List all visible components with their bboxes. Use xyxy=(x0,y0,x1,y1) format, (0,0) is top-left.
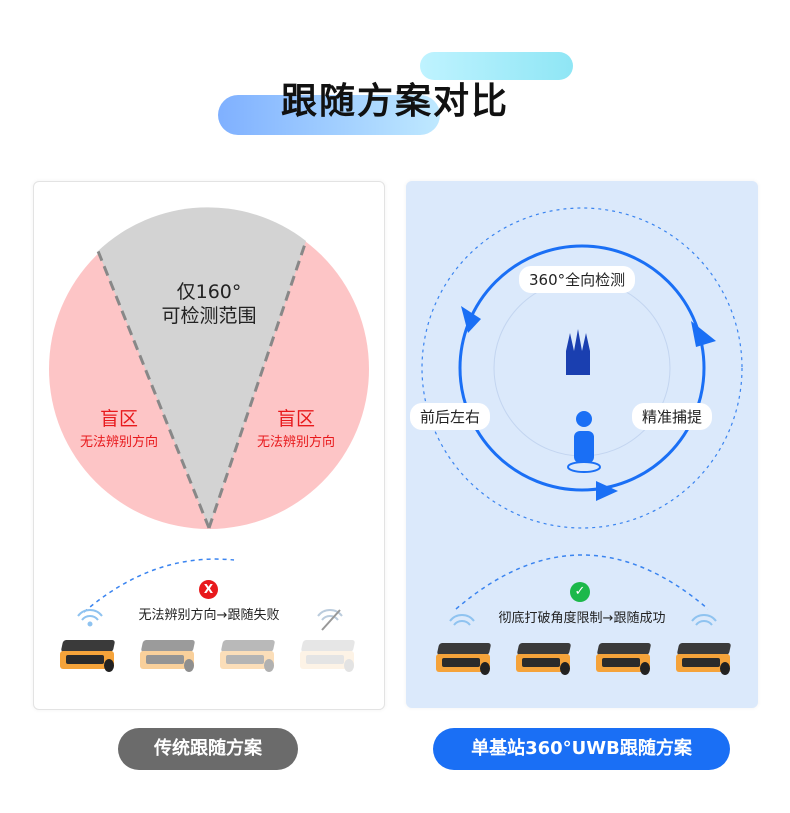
robot-image xyxy=(300,640,358,674)
page-title: 跟随方案对比 xyxy=(280,81,509,122)
wifi-icon xyxy=(77,609,103,627)
blind-zone-desc: 无法辨别方向 xyxy=(79,435,158,450)
title-decoration-pill xyxy=(420,52,573,80)
robot-image xyxy=(220,640,278,674)
wifi-icon xyxy=(449,614,475,626)
uwb-scheme-button[interactable]: 单基站360°UWB跟随方案 xyxy=(433,728,730,770)
status-text: 无法辨别方向→跟随失败 xyxy=(138,608,280,623)
check-icon: ✓ xyxy=(570,582,590,602)
detection-sector xyxy=(98,207,306,528)
omnidirectional-tag: 360°全向检测 xyxy=(519,266,636,293)
robot-image xyxy=(140,640,198,674)
uwb-scheme-card: 360°全向检测 前后左右 精准捕提 ✓ 彻底打破角度限制→跟随成功 xyxy=(406,181,758,708)
uwb-antenna-icon xyxy=(566,329,590,375)
blind-zone-desc: 无法辨别方向 xyxy=(256,435,335,450)
blind-zone-title: 盲区 xyxy=(99,408,138,430)
arrow-icon xyxy=(596,481,618,501)
360-detection-diagram xyxy=(421,207,743,626)
signal-arc xyxy=(83,558,235,613)
precision-tag: 精准捕提 xyxy=(632,403,713,430)
robot-image xyxy=(676,643,734,677)
wifi-off-icon xyxy=(317,609,343,631)
wifi-icon xyxy=(691,614,717,626)
robot-image xyxy=(436,643,494,677)
robot-image xyxy=(596,643,654,677)
detection-range-label: 可检测范围 xyxy=(161,305,257,327)
detection-range-label: 仅160° xyxy=(176,281,242,303)
blind-zone-title: 盲区 xyxy=(276,408,315,430)
status-text: 彻底打破角度限制→跟随成功 xyxy=(498,611,666,626)
signal-arc xyxy=(455,554,709,610)
x-icon: X xyxy=(199,580,218,599)
rotation-ring xyxy=(458,244,706,492)
traditional-scheme-card: 仅160° 可检测范围 盲区 无法辨别方向 盲区 无法辨别方向 X 无法辨别方向… xyxy=(33,181,385,710)
arrow-icon xyxy=(461,306,481,333)
traditional-scheme-button[interactable]: 传统跟随方案 xyxy=(118,728,298,770)
title-decoration-pill xyxy=(218,95,440,135)
robot-image xyxy=(516,643,574,677)
detection-range-diagram xyxy=(49,207,369,631)
direction-tag: 前后左右 xyxy=(410,403,491,430)
robot-image xyxy=(60,640,118,674)
arrow-icon xyxy=(691,321,716,347)
person-icon xyxy=(567,411,601,473)
